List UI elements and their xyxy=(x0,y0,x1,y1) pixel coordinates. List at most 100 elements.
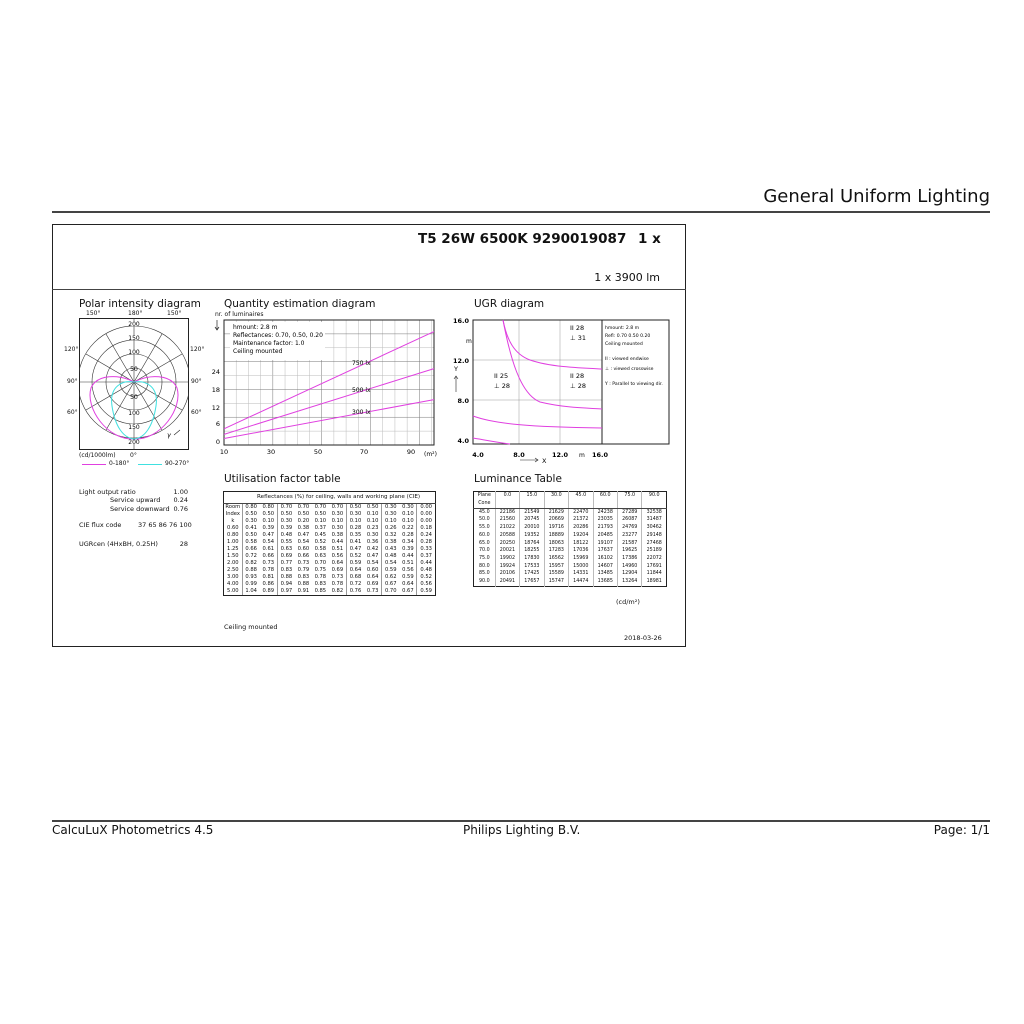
utilisation-cell: 0.38 xyxy=(381,539,400,546)
luminance-unit: (cd/m²) xyxy=(616,598,640,606)
quantity-ytick-24: 24 xyxy=(212,368,220,376)
polar-scale-50-bottom: 50 xyxy=(130,394,138,401)
polar-scale-100-bottom: 100 xyxy=(128,410,140,417)
polar-angle-top-left: 150° xyxy=(86,310,101,317)
polar-radial-150-right xyxy=(133,333,163,383)
room-index-cell: 1.50 xyxy=(227,553,239,559)
utilisation-cell: 0.94 xyxy=(276,581,296,588)
reflectance-cell: 0.50 xyxy=(345,503,365,511)
luminance-column-header: 60.0 xyxy=(592,491,618,500)
room-index-label: k xyxy=(231,518,235,524)
luminance-cell: 32538 xyxy=(641,508,667,517)
luminance-cell: 13485 xyxy=(592,570,618,579)
luminance-cell: 14960 xyxy=(616,562,642,571)
polar-angle-right-2: 90° xyxy=(191,378,202,385)
utilisation-cell: 0.56 xyxy=(402,567,414,573)
product-count: 1 x xyxy=(638,231,661,247)
quantity-ytick-6: 6 xyxy=(216,420,220,428)
polar-angle-left-2: 90° xyxy=(67,378,78,385)
spec-label-cie: CIE flux code xyxy=(79,521,122,529)
quantity-series-line-1 xyxy=(223,368,435,435)
product-name: T5 26W 6500K 9290019087 xyxy=(418,231,627,247)
utilisation-cell: 0.30 xyxy=(331,525,344,531)
utilisation-cell: 0.41 xyxy=(241,525,260,532)
polar-diagram: 200 150 100 50 50 100 150 200 γ xyxy=(79,318,189,450)
utilisation-cell: 0.47 xyxy=(366,553,379,559)
utilisation-cell: 0.82 xyxy=(331,588,344,594)
ugr-legend-crosswise: ⊥ : viewed crosswise xyxy=(605,366,654,372)
ugr-label-1-crosswise: ⊥ 31 xyxy=(570,334,586,342)
utilisation-cell: 0.54 xyxy=(366,560,379,566)
spec-value-cie: 37 65 86 76 100 xyxy=(138,521,192,529)
luminance-column-header: 90.0 xyxy=(641,491,667,500)
utilisation-cell: 0.63 xyxy=(314,553,327,559)
reflectance-cell: 0.50 xyxy=(241,511,260,518)
utilisation-cell: 0.39 xyxy=(262,525,275,531)
utilisation-cell: 0.37 xyxy=(416,553,436,560)
quantity-chart: 24 18 12 6 0 10 30 50 70 90 (m²) hmount:… xyxy=(212,319,437,458)
utilisation-cell: 0.51 xyxy=(331,546,344,552)
utilisation-cell: 0.44 xyxy=(331,539,344,545)
utilisation-cell: 0.62 xyxy=(381,574,400,581)
quantity-ytick-12: 12 xyxy=(212,404,220,412)
quantity-xtick-70: 70 xyxy=(360,448,368,456)
datasheet-divider xyxy=(52,289,686,290)
luminance-cone-cell: 60.0 xyxy=(478,532,490,538)
utilisation-cell: 0.78 xyxy=(314,574,327,580)
reflectance-cell: 0.30 xyxy=(276,518,296,525)
ugr-diagram: 16.0 12.0 8.0 4.0 m Y 4.0 8.0 12.0 16.0 … xyxy=(453,317,670,465)
utilisation-cell: 0.73 xyxy=(366,588,379,594)
utilisation-cell: 0.86 xyxy=(262,581,275,587)
utilisation-cell: 0.52 xyxy=(314,539,327,545)
utilisation-cell: 0.66 xyxy=(297,553,310,559)
utilisation-cell: 0.91 xyxy=(297,588,310,594)
utilisation-cell: 0.48 xyxy=(416,567,436,574)
legend-swatch-90-270 xyxy=(138,464,162,465)
luminance-cell: 17425 xyxy=(519,570,545,579)
luminance-cell: 15747 xyxy=(543,578,569,587)
spec-value-downward: 0.76 xyxy=(173,505,188,513)
spec-label-downward: Service downward xyxy=(110,505,170,513)
utilisation-cell: 0.69 xyxy=(276,553,296,560)
utilisation-cell: 0.18 xyxy=(416,525,436,532)
luminance-cell: 25189 xyxy=(641,547,667,555)
ugr-frame xyxy=(472,319,670,445)
utilisation-cell: 0.52 xyxy=(416,574,436,581)
utilisation-cell: 0.93 xyxy=(241,574,260,581)
quantity-xtick-50: 50 xyxy=(314,448,322,456)
luminance-cell: 22186 xyxy=(494,508,520,517)
utilisation-cell: 0.39 xyxy=(276,525,296,532)
quantity-series-label-500: 500 lx xyxy=(352,387,371,394)
ugr-xunit: m xyxy=(579,452,585,459)
luminance-cone-cell: 70.0 xyxy=(478,548,490,554)
utilisation-cell: 0.88 xyxy=(276,574,296,581)
utilisation-cell: 0.66 xyxy=(262,553,275,559)
ugr-xtick-12: 12.0 xyxy=(552,451,569,459)
utilisation-cell: 0.50 xyxy=(241,532,260,539)
utilisation-cell: 0.89 xyxy=(262,588,275,594)
reflectance-cell: 0.50 xyxy=(314,511,327,517)
reflectance-cell: 0.10 xyxy=(366,518,379,524)
reflectance-cell: 0.10 xyxy=(402,518,414,524)
utilisation-cell: 0.88 xyxy=(241,567,260,574)
utilisation-cell: 0.59 xyxy=(381,567,400,574)
luminance-corner-label: Cone xyxy=(473,499,496,509)
quantity-xunit: (m²) xyxy=(424,451,437,458)
luminance-cell: 17386 xyxy=(616,554,642,563)
footer-page: Page: 1/1 xyxy=(933,823,990,837)
polar-curve-90-270 xyxy=(111,381,157,440)
utilisation-cell: 0.70 xyxy=(381,588,400,595)
polar-scale-150-top: 150 xyxy=(128,335,140,342)
ugr-info-refl: Refl: 0.70 0.50 0.20 xyxy=(605,333,650,339)
header-rule xyxy=(52,211,990,213)
utilisation-cell: 0.64 xyxy=(331,560,344,566)
utilisation-cell: 0.73 xyxy=(331,574,344,580)
reflectance-cell: 0.30 xyxy=(241,518,260,525)
ugr-ytick-4: 4.0 xyxy=(457,437,469,445)
utilisation-cell: 0.55 xyxy=(276,539,296,546)
quantity-ytick-18: 18 xyxy=(212,386,220,394)
quantity-series xyxy=(223,331,435,440)
